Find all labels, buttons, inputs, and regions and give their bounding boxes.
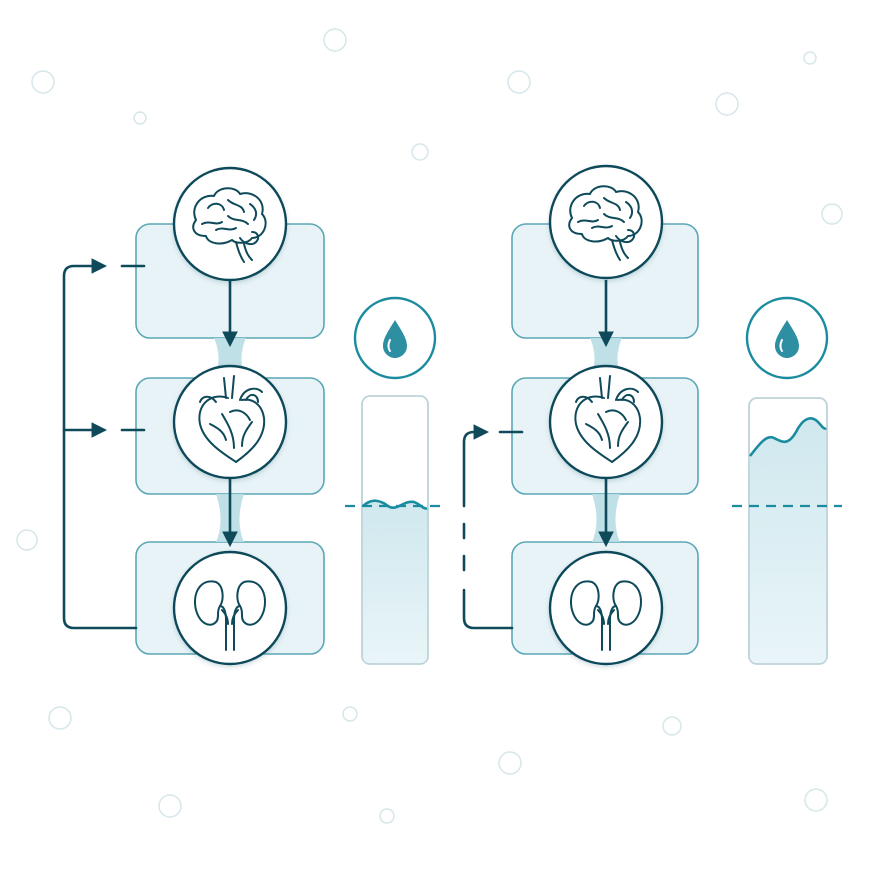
kidney-node [548, 550, 664, 666]
background-bubbles [16, 28, 843, 824]
heart-node [172, 364, 288, 480]
brain-node [172, 166, 288, 282]
feedback-loop-impaired [462, 424, 524, 630]
panel-right [462, 164, 842, 666]
heart-node [548, 364, 664, 480]
kidney-node [172, 550, 288, 666]
fluid-gauge-left [345, 296, 445, 665]
fluid-fill [363, 500, 427, 663]
fluid-surface [748, 417, 827, 457]
fluid-gauge-right [732, 296, 842, 665]
fluid-fill [750, 418, 826, 663]
feedback-loop-intact [62, 258, 146, 630]
brain-node [548, 164, 664, 280]
panel-left [62, 166, 445, 666]
